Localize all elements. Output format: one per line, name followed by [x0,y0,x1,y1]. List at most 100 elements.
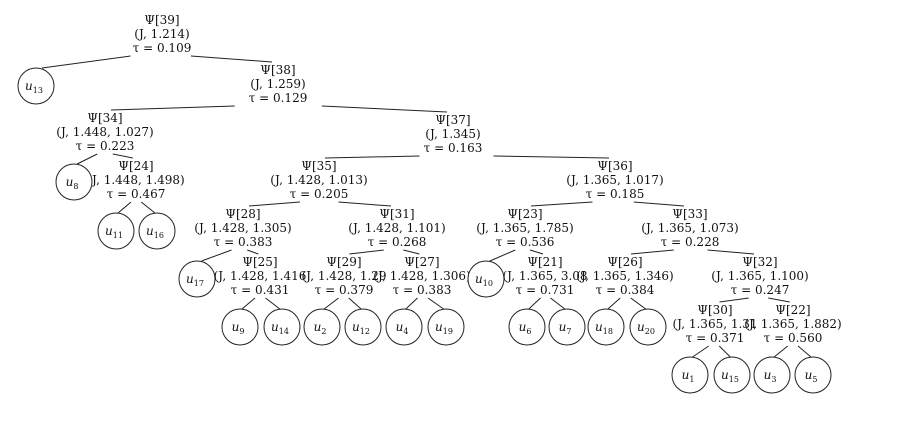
leaf-circle [344,308,382,346]
edge-n24-l11 [117,201,132,214]
leaf-label-base: u [314,320,322,334]
leaf-label: u16 [146,224,164,240]
leaf-node-u11: u11 [97,212,135,250]
leaf-label-base: u [146,224,154,238]
node-value: (J, 1.428, 1.306) [373,269,470,283]
node-label: Ψ[24] [118,159,153,173]
edge-n33-n26 [630,249,674,255]
edge-n39-n38 [190,55,273,63]
leaf-label: u19 [435,320,453,336]
leaf-circle [467,260,505,298]
leaf-label: u6 [519,320,532,336]
leaf-node-u17: u17 [178,260,216,298]
tree-node-psi-24: Ψ[24](J, 1.448, 1.498)τ = 0.467 [87,159,184,201]
leaf-label-base: u [519,320,527,334]
leaf-label: u14 [271,320,289,336]
leaf-label-base: u [25,79,33,93]
edge-n30-l1 [692,345,710,358]
leaf-node-u3: u3 [753,356,791,394]
leaf-label: u5 [805,368,818,384]
leaf-label: u1 [682,368,695,384]
node-tau: τ = 0.731 [516,283,575,297]
edge-n30-l15 [718,345,731,358]
node-label: Ψ[30] [697,303,732,317]
leaf-label-subscript: 7 [566,327,571,336]
leaf-circle [508,308,546,346]
edge-n39-l13 [41,55,131,69]
leaf-label-base: u [637,320,645,334]
leaf-label-subscript: 18 [603,327,613,336]
node-label: Ψ[33] [672,207,707,221]
edge-n32-n22 [768,297,790,303]
node-value: (J, 1.428, 1.101) [348,221,445,235]
tree-node-psi-36: Ψ[36](J, 1.365, 1.017)τ = 0.185 [566,159,663,201]
leaf-label-subscript: 2 [321,327,326,336]
node-value: (J, 1.345) [425,127,480,141]
node-value: (J, 1.428, 1.416 [214,269,307,283]
node-tau: τ = 0.205 [290,187,349,201]
tree-node-psi-23: Ψ[23](J, 1.365, 1.785)τ = 0.536 [476,207,573,249]
node-tau: τ = 0.129 [249,91,308,105]
leaf-circle [548,308,586,346]
leaf-circle [17,67,55,105]
leaf-label-subscript: 8 [73,182,78,191]
leaf-label: u7 [559,320,572,336]
node-value: (J, 1.259) [250,77,305,91]
node-label: Ψ[35] [301,159,336,173]
edge-n34-n24 [112,153,133,159]
leaf-label: u3 [764,368,777,384]
leaf-node-u19: u19 [427,308,465,346]
leaf-node-u18: u18 [587,308,625,346]
leaf-label-subscript: 1 [689,375,694,384]
leaf-label-subscript: 3 [771,375,776,384]
tree-node-psi-29: Ψ[29](J, 1.428, 1.29τ = 0.379 [301,255,386,297]
node-label: Ψ[26] [607,255,642,269]
node-label: Ψ[28] [225,207,260,221]
leaf-node-u15: u15 [713,356,751,394]
node-tau: τ = 0.384 [596,283,655,297]
node-tau: τ = 0.185 [586,187,645,201]
tree-node-psi-35: Ψ[35](J, 1.428, 1.013)τ = 0.205 [270,159,367,201]
leaf-label: u13 [25,79,43,95]
node-tau: τ = 0.268 [368,235,427,249]
node-value: (J, 1.365, 1.073) [641,221,738,235]
edge-n26-l18 [607,297,621,310]
leaf-label-base: u [232,320,240,334]
leaf-node-u8: u8 [55,163,93,201]
edge-n28-l17 [201,249,232,262]
leaf-label-base: u [805,368,813,382]
edge-n33-n32 [707,249,755,255]
leaf-label: u11 [105,224,123,240]
node-label: Ψ[25] [242,255,277,269]
leaf-label: u4 [396,320,409,336]
edge-n35-n28 [248,201,301,207]
tree-node-psi-21: Ψ[21](J, 1.365, 3.08τ = 0.731 [502,255,587,297]
edge-n21-l7 [550,297,566,310]
leaf-circle [713,356,751,394]
leaf-label-subscript: 19 [443,327,453,336]
leaf-circle [427,308,465,346]
leaf-label-subscript: 5 [812,375,817,384]
leaf-label: u2 [314,320,327,336]
leaf-label-base: u [595,320,603,334]
leaf-circle [221,308,259,346]
edge-n22-l5 [797,345,812,358]
tree-node-psi-39: Ψ[39](J, 1.214)τ = 0.109 [133,13,192,55]
node-tau: τ = 0.560 [764,331,823,345]
node-label: Ψ[27] [404,255,439,269]
edge-n36-n23 [530,201,593,207]
node-tau: τ = 0.383 [393,283,452,297]
leaf-label: u18 [595,320,613,336]
leaf-node-u12: u12 [344,308,382,346]
node-value: (J, 1.448, 1.027) [56,125,153,139]
edge-n34-l8 [76,153,98,165]
leaf-label: u8 [66,175,79,191]
leaf-label-subscript: 6 [526,327,531,336]
node-tau: τ = 0.109 [133,41,192,55]
edge-n38-n37 [321,105,448,113]
tree-node-psi-30: Ψ[30](J, 1.365, 1.31τ = 0.371 [672,303,757,345]
leaf-label-base: u [105,224,113,238]
edge-n29-l2 [323,297,339,310]
leaf-label-subscript: 11 [113,231,123,240]
